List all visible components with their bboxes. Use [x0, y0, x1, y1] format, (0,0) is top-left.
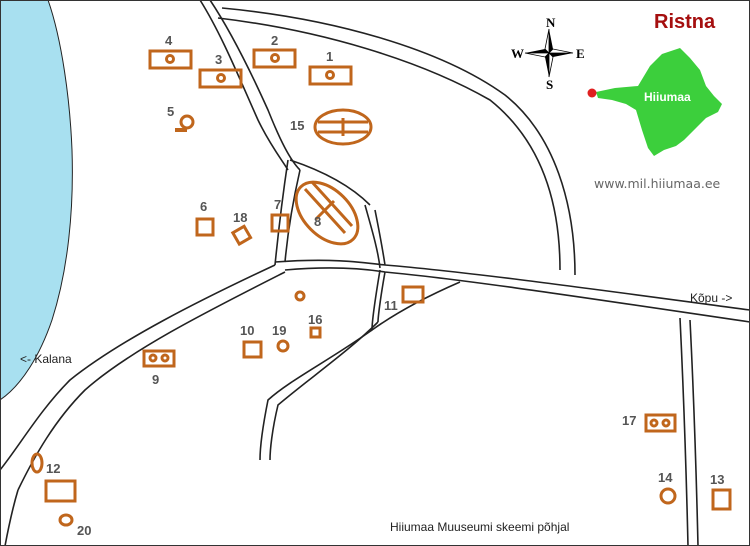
label-13: 13 [710, 472, 724, 487]
label-12: 12 [46, 461, 60, 476]
label-4: 4 [165, 33, 173, 48]
building-14 [659, 487, 677, 505]
building-16 [309, 326, 322, 339]
building-1 [308, 65, 353, 86]
buildings [30, 48, 732, 527]
label-16: 16 [308, 312, 322, 327]
building-12 [44, 479, 77, 503]
building-19 [276, 339, 290, 353]
building-7 [270, 213, 290, 233]
building-labels: 4 3 2 1 5 15 6 18 7 8 11 16 10 19 9 12 2… [46, 33, 724, 538]
building-6 [195, 217, 215, 237]
building-18 [230, 224, 253, 247]
compass-s: S [546, 77, 553, 92]
label-6: 6 [200, 199, 207, 214]
building-17 [644, 413, 677, 433]
label-5: 5 [167, 104, 174, 119]
label-14: 14 [658, 470, 673, 485]
building-10 [242, 340, 263, 359]
compass-rose: N S E W [511, 15, 585, 92]
label-11: 11 [384, 298, 398, 313]
label-9: 9 [152, 372, 159, 387]
building-2 [252, 48, 297, 69]
label-3: 3 [215, 52, 222, 67]
road-label-kopu: Kõpu -> [690, 291, 732, 305]
label-10: 10 [240, 323, 254, 338]
label-7: 7 [274, 197, 281, 212]
label-8: 8 [314, 214, 321, 229]
building-4 [148, 49, 193, 70]
building-12-oval [30, 452, 44, 474]
building-3 [198, 68, 243, 89]
sea-water [0, 0, 73, 401]
road-label-kalana: <- Kalana [20, 352, 72, 366]
island-label: Hiiumaa [644, 90, 691, 104]
building-9 [142, 349, 176, 368]
building-5 [179, 114, 195, 130]
label-2: 2 [271, 33, 278, 48]
hiiumaa-inset: Hiiumaa [587, 48, 722, 156]
compass-e: E [576, 46, 585, 61]
compass-n: N [546, 15, 556, 30]
label-17: 17 [622, 413, 636, 428]
label-15: 15 [290, 118, 304, 133]
label-1: 1 [326, 49, 333, 64]
building-15 [313, 108, 373, 146]
building-8 [294, 180, 360, 246]
building-small-circle [294, 290, 306, 302]
website-url: www.mil.hiiumaa.ee [594, 176, 721, 191]
label-18: 18 [233, 210, 247, 225]
map-title: Ristna [654, 11, 716, 33]
ristna-location-marker [587, 88, 597, 98]
building-11 [401, 285, 425, 304]
hiiumaa-island-shape [596, 48, 722, 156]
building-13 [711, 488, 732, 511]
credit-text: Hiiumaa Muuseumi skeemi põhjal [390, 520, 569, 534]
building-20 [58, 513, 74, 527]
label-19: 19 [272, 323, 286, 338]
compass-w: W [511, 46, 524, 61]
label-20: 20 [77, 523, 91, 538]
